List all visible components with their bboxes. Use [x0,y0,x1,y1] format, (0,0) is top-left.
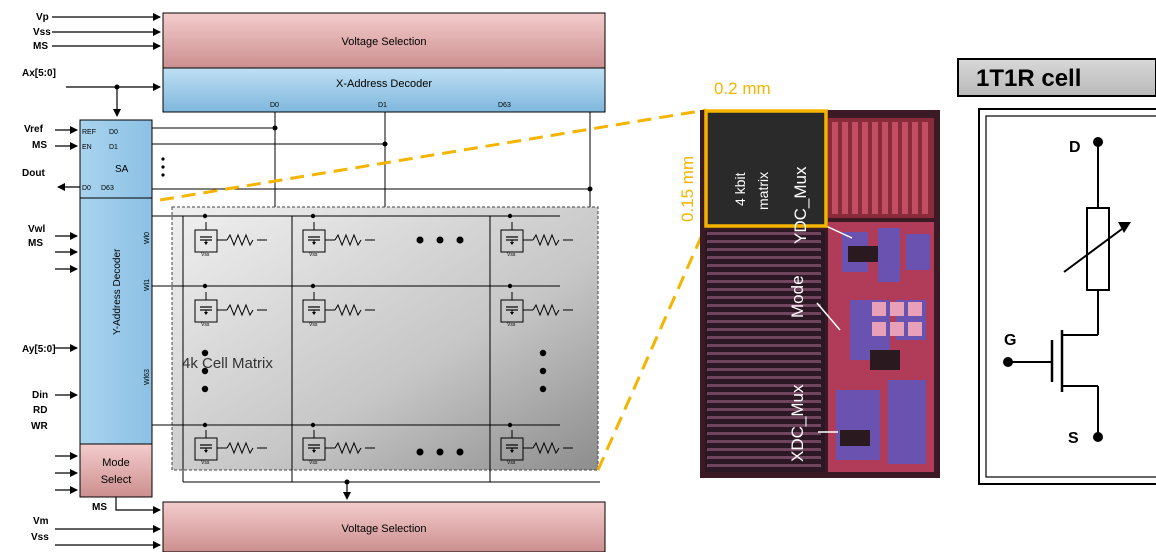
wordline-63-label: Wl63 [144,369,151,385]
svg-text:Vss: Vss [507,322,516,328]
x-address-decoder [162,67,606,113]
matrix-cell: Vss [500,291,574,328]
sa-pin-d63: D63 [101,185,114,192]
svg-text:Vss: Vss [201,322,210,328]
svg-text:Vss: Vss [201,252,210,258]
die-matrix-label-2: matrix [755,172,771,210]
input-ms-sa: MS [32,140,47,151]
cell-title: 1T1R cell [976,65,1081,92]
svg-text:Vss: Vss [507,460,516,466]
voltage-selection-top [162,12,606,69]
die-width-label: 0.2 mm [714,79,771,98]
x-address-decoder-label: X-Address Decoder [336,78,432,90]
mode-select [79,443,153,498]
die-mode-label: Mode [788,275,807,318]
input-vss-bottom: Vss [31,532,49,543]
input-ax: Ax[5:0] [22,68,56,79]
x-decoder-pin-d63: D63 [498,102,511,109]
input-rd: RD [33,405,47,416]
x-decoder-pin-d0: D0 [270,102,279,109]
die-matrix-label-1: 4 kbit [732,172,748,206]
sa-pin-ref: REF [82,129,96,136]
input-ms-y: MS [28,238,43,249]
matrix-cell: Vss [500,429,574,466]
cell-matrix [171,206,599,471]
svg-text:Vss: Vss [309,460,318,466]
mode-select-line1: Mode [102,457,130,469]
matrix-cell: Vss [302,291,376,328]
die-photo: 4 kbit matrix YDC_Mux Mode XDC_Mux 0.2 m… [678,79,940,478]
voltage-selection-top-label: Voltage Selection [341,36,426,48]
cell-title-box [957,58,1156,97]
y-address-decoder-label: Y-Address Decoder [112,248,123,335]
input-ms-top: MS [33,41,48,52]
output-dout: Dout [22,168,45,179]
input-vref: Vref [24,124,44,135]
terminal-d: D [1069,139,1081,156]
matrix-cell: Vss [194,221,268,258]
terminal-g: G [1004,332,1016,349]
wordline-0-label: Wl0 [144,232,151,244]
input-din: Din [32,390,48,401]
cell-matrix-label: 4k Cell Matrix [182,355,273,372]
wordline-1-label: Wl1 [144,279,151,291]
x-decoder-pin-d1: D1 [378,102,387,109]
matrix-cell: Vss [302,221,376,258]
resistor-symbol [1086,207,1110,291]
input-ay: Ay[5:0] [22,344,56,355]
input-vp: Vp [36,12,49,23]
die-ydc-label: YDC_Mux [791,166,810,244]
sa-pin-dout: D0 [82,185,91,192]
sa-pin-en: EN [82,144,92,151]
sa-pin-d1: D1 [109,144,118,151]
matrix-cell: Vss [194,291,268,328]
sense-amplifier [79,119,153,199]
terminal-s: S [1068,430,1079,447]
voltage-selection-bottom [162,501,606,552]
matrix-cell: Vss [194,429,268,466]
matrix-highlight-box [704,109,828,228]
matrix-cell: Vss [302,429,376,466]
svg-text:Vss: Vss [201,460,210,466]
svg-text:Vss: Vss [507,252,516,258]
die-height-label: 0.15 mm [678,156,697,222]
ellipsis-dots [201,236,547,456]
sa-label: SA [115,164,129,175]
svg-text:Vss: Vss [309,322,318,328]
input-vwl: Vwl [28,224,45,235]
svg-text:Vss: Vss [309,252,318,258]
voltage-selection-bottom-label: Voltage Selection [341,523,426,535]
input-vm: Vm [33,516,49,527]
matrix-cell: Vss [500,221,574,258]
ms-label-bottom: MS [92,502,107,513]
sa-pin-d0: D0 [109,129,118,136]
input-wr: WR [31,421,48,432]
die-xdc-label: XDC_Mux [788,384,807,462]
one-t-one-r-cell: 1T1R cell D G S [957,58,1156,485]
input-vss-top: Vss [33,27,51,38]
mode-select-line2: Select [101,474,132,486]
block-diagram: Voltage Selection X-Address Decoder D0 D… [22,12,606,552]
